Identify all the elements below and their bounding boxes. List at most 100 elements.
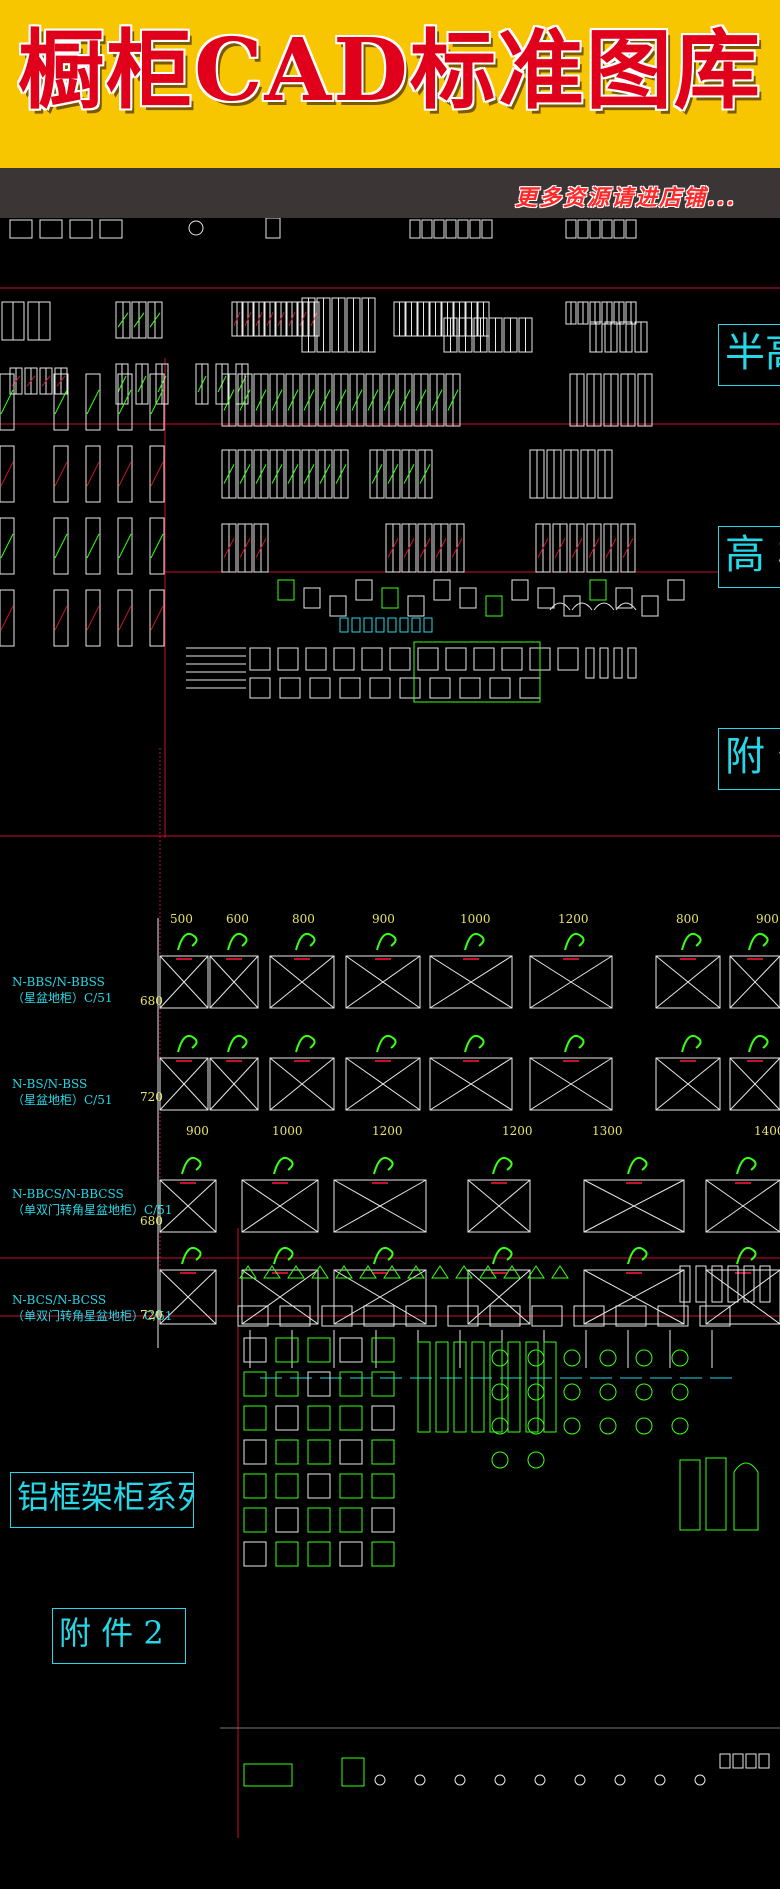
cad-stroke: [469, 219, 481, 239]
cad-stroke: [489, 677, 511, 699]
cad-stroke: [339, 1541, 363, 1567]
cad-stroke: [265, 217, 281, 239]
cad-stroke: [319, 464, 331, 484]
cad-stroke: [117, 375, 127, 393]
title-banner: 橱柜CAD标准图库: [0, 0, 780, 168]
cad-stroke: [249, 647, 271, 671]
cad-stroke: [371, 1473, 395, 1499]
cad-stroke: [287, 1265, 305, 1279]
cad-stroke: [118, 533, 132, 559]
sink-series-3: N-BBCS/N-BBCSS （单双门转角星盆地柜）C/51: [12, 1186, 173, 1218]
cad-stroke: [243, 1473, 267, 1499]
cad-stroke: [705, 1269, 780, 1325]
cad-stroke: [473, 647, 495, 671]
cad-stroke: [589, 579, 607, 601]
cad-drawing-area: 半高 高 柜 附 件 铝框架柜系列 附 件 2 N-BBS/N-BBSS （星盆…: [0, 217, 780, 1885]
cad-stroke: [399, 389, 411, 411]
section-label-aluminum: 铝框架柜系列: [10, 1472, 194, 1528]
cad-stroke: [403, 464, 415, 484]
cad-stroke: [627, 1156, 648, 1175]
cad-stroke: [243, 1371, 267, 1397]
cad-stroke: [615, 602, 637, 611]
cad-stroke: [117, 517, 133, 575]
cad-stroke: [275, 1337, 299, 1363]
cad-stroke: [371, 1439, 395, 1465]
cad-stroke: [417, 647, 439, 671]
cad-stroke: [287, 389, 299, 411]
cad-stroke: [275, 1473, 299, 1499]
sink-height-3: 680: [140, 1214, 163, 1228]
cad-stroke: [149, 445, 165, 503]
cad-stroke: [355, 579, 373, 601]
cad-stroke: [383, 389, 395, 411]
cad-stroke: [11, 375, 21, 387]
cad-stroke: [529, 955, 613, 1009]
width-label: 1000: [460, 912, 491, 926]
cad-stroke: [411, 617, 421, 633]
cad-stroke: [305, 647, 327, 671]
cad-stroke: [273, 1156, 294, 1175]
cad-stroke: [307, 1541, 331, 1567]
cad-stroke: [117, 373, 133, 431]
cad-stroke: [511, 579, 529, 601]
cad-stroke: [307, 1405, 331, 1431]
cad-stroke: [333, 647, 355, 671]
cad-stroke: [459, 587, 477, 609]
cad-stroke: [491, 1451, 509, 1469]
cad-stroke: [209, 955, 259, 1009]
cad-stroke: [759, 1265, 771, 1303]
cad-stroke: [748, 1034, 769, 1053]
cad-stroke: [287, 464, 299, 484]
cad-stroke: [615, 1305, 647, 1327]
cad-stroke: [339, 1337, 363, 1363]
width-label: 800: [292, 912, 315, 926]
cad-stroke: [159, 1179, 217, 1233]
cad-stroke: [363, 1305, 395, 1327]
cad-stroke: [277, 647, 299, 671]
cad-stroke: [719, 1753, 731, 1769]
cad-stroke: [622, 538, 634, 558]
cad-stroke: [435, 1341, 449, 1433]
cad-stroke: [387, 617, 397, 633]
cad-stroke: [149, 517, 165, 575]
cad-stroke: [593, 602, 615, 611]
cad-stroke: [307, 1337, 331, 1363]
cad-stroke: [464, 932, 485, 951]
cad-stroke: [310, 311, 318, 327]
sink-series-4: N-BCS/N-BCSS （单双门转角星盆地柜）C/51: [12, 1292, 173, 1324]
cad-stroke: [133, 312, 145, 328]
cad-stroke: [159, 1269, 217, 1325]
cad-stroke: [583, 1269, 685, 1325]
cad-stroke: [0, 373, 15, 431]
cad-canvas: [0, 217, 780, 1838]
cad-stroke: [455, 1265, 473, 1279]
cad-stroke: [188, 220, 204, 236]
cad-stroke: [159, 1179, 217, 1233]
cad-stroke: [159, 955, 209, 1009]
cad-stroke: [345, 955, 421, 1009]
cad-stroke: [417, 1341, 431, 1433]
cad-stroke: [239, 538, 251, 558]
cad-stroke: [53, 373, 69, 431]
cad-stroke: [233, 311, 241, 327]
cad-stroke: [345, 1057, 421, 1111]
cad-stroke: [537, 538, 549, 558]
cad-stroke: [433, 579, 451, 601]
store-link-text[interactable]: 更多资源请进店铺...: [515, 185, 736, 211]
cad-stroke: [273, 1246, 294, 1265]
cad-stroke: [583, 1179, 685, 1233]
cad-stroke: [729, 1057, 780, 1111]
cad-stroke: [371, 1371, 395, 1397]
cad-stroke: [705, 1179, 780, 1233]
cad-stroke: [407, 595, 425, 617]
cad-stroke: [554, 538, 566, 558]
cad-stroke: [549, 602, 571, 611]
cad-stroke: [255, 464, 267, 484]
cad-stroke: [371, 1507, 395, 1533]
width-label: 1300: [592, 1124, 623, 1138]
cad-stroke: [309, 677, 331, 699]
cad-stroke: [453, 1341, 467, 1433]
cad-stroke: [405, 1305, 437, 1327]
cad-stroke: [527, 1383, 545, 1401]
cad-stroke: [534, 1774, 546, 1786]
